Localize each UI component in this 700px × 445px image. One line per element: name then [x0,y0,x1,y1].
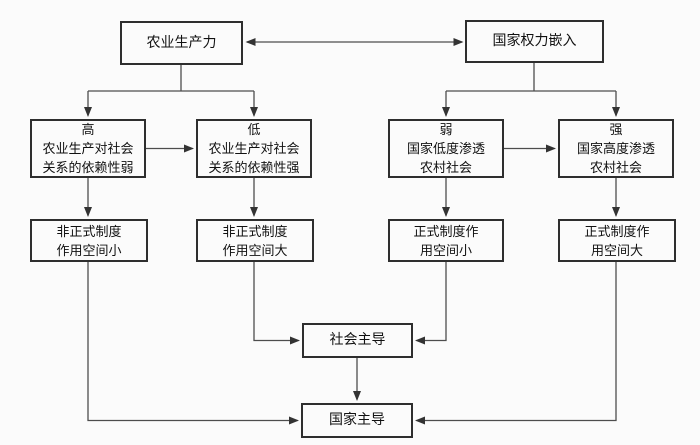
node-state-led: 国家主导 [301,403,413,438]
node-low-dependence: 低 农业生产对社会 关系的依赖性强 [196,119,312,178]
node-high-dependence: 高 农业生产对社会 关系的依赖性弱 [30,119,146,178]
node-agricultural-productivity: 农业生产力 [120,21,243,65]
node-formal-space-small: 正式制度作 用空间小 [388,219,504,262]
node-informal-space-large: 非正式制度 作用空间大 [196,219,314,262]
edge-formal-large-to-state-led [415,262,617,425]
edge-formal-small-to-society [415,262,447,345]
node-society-led: 社会主导 [302,323,413,358]
node-weak-penetration: 弱 国家低度渗透 农村社会 [388,119,504,178]
node-informal-space-small: 非正式制度 作用空间小 [30,219,148,262]
edge-informal-large-to-society [253,262,300,345]
node-state-power-embedding: 国家权力嵌入 [465,20,604,63]
edge-informal-small-to-state-led [87,262,299,425]
node-strong-penetration: 强 国家高度渗透 农村社会 [558,119,674,178]
node-formal-space-large: 正式制度作 用空间大 [558,219,676,262]
